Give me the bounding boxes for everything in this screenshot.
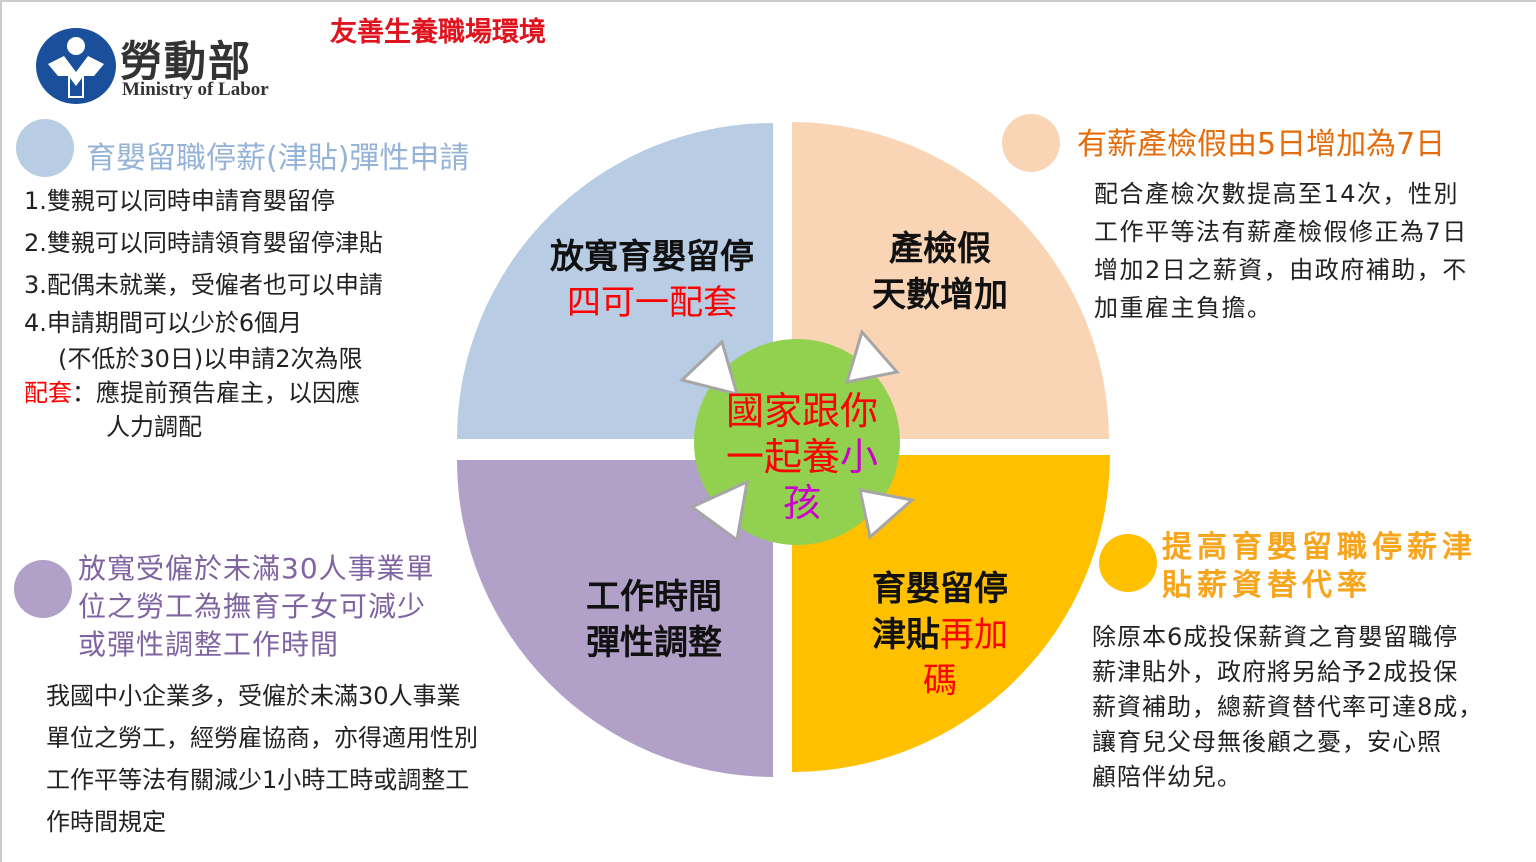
arrow-up-left-icon [678,339,740,397]
center-line2b: 小 [840,435,879,479]
q2-line1: 產檢假 [889,229,991,269]
q3-line2: 彈性調整 [586,623,722,663]
text-line: 讓育兒父母無後顧之憂，安心照 [1092,728,1442,756]
q4-line2a: 津貼 [872,615,940,655]
list-item: 3.配偶未就業，受僱者也可以申請 [24,271,383,299]
text-line: 除原本6成投保薪資之育嬰留職停 [1092,623,1459,651]
quadrant-bottom-left [457,460,773,777]
section-body-bottom-right: 除原本6成投保薪資之育嬰留職停 薪津貼外，政府將另給予2成投保 薪資補助，總薪資… [1092,620,1483,795]
center-line3: 孩 [782,481,821,525]
text-line: 增加2日之薪資，由政府補助，不 [1094,256,1468,284]
logo-text-en: Ministry of Labor [122,79,269,100]
arrow-down-left-icon [689,479,749,543]
section-bullet-yellow [1099,534,1157,592]
heading-line: 位之勞工為撫育子女可減少 [78,590,427,623]
q4-line3: 碼 [923,661,957,701]
q4-line2b: 再加 [940,615,1008,655]
text-line: 工作平等法有薪產檢假修正為7日 [1094,218,1468,246]
text-line: 加重雇主負擔。 [1094,294,1273,322]
note-text-2: 人力調配 [106,413,202,441]
text-line: 薪資補助，總薪資替代率可達8成， [1092,693,1484,721]
arrow-up-right-icon [844,328,900,384]
text-line: 作時間規定 [46,808,166,836]
quadrant-label-q3: 工作時間 彈性調整 [554,574,754,666]
center-line2a: 一起養 [725,435,840,479]
list-item: 1.雙親可以同時申請育嬰留停 [24,187,335,215]
text-line: 薪津貼外，政府將另給予2成投保 [1092,658,1459,686]
q4-line1: 育嬰留停 [872,569,1008,609]
section-bullet-purple [14,560,72,618]
list-item: (不低於30日)以申請2次為限 [58,345,363,373]
q2-line2: 天數增加 [872,275,1008,315]
center-label: 國家跟你 一起養小 孩 [702,388,902,526]
section-bullet-blue [16,119,74,177]
heading-line: 放寬受僱於未滿30人事業單 [78,552,435,585]
heading-line: 或彈性調整工作時間 [78,628,340,661]
section-bullet-peach [1002,114,1060,172]
list-item: 4.申請期間可以少於6個月 [24,309,303,337]
list-item: 2.雙親可以同時請領育嬰留停津貼 [24,229,383,257]
quadrant-label-q1: 放寬育嬰留停 四可一配套 [522,234,782,326]
text-line: 工作平等法有關減少1小時工時或調整工 [46,766,470,794]
quadrant-top-left [457,123,773,439]
quadrant-label-q2: 產檢假 天數增加 [840,226,1040,318]
section-body-top-right: 配合產檢次數提高至14次，性別 工作平等法有薪產檢假修正為7日 增加2日之薪資，… [1094,175,1468,327]
page-title: 友善生養職場環境 [330,17,546,48]
section-heading-bottom-right: 提高育嬰留職停薪津 貼薪資替代率 [1162,529,1477,605]
note-label: 配套 [24,379,72,407]
text-line: 配合產檢次數提高至14次，性別 [1094,180,1460,208]
heading-line: 提高育嬰留職停薪津 [1162,530,1477,565]
arrow-down-right-icon [858,488,916,540]
center-line1: 國家跟你 [725,389,878,433]
section-heading-top-right: 有薪產檢假由5日增加為7日 [1077,127,1446,162]
heading-line: 貼薪資替代率 [1162,568,1372,603]
q1-line2: 四可一配套 [567,283,737,323]
logo-text-zh: 勞動部 [120,37,253,86]
text-line: 單位之勞工，經勞雇協商，亦得適用性別 [46,724,478,752]
section-body-bottom-left: 我國中小企業多，受僱於未滿30人事業 單位之勞工，經勞雇協商，亦得適用性別 工作… [46,675,478,843]
section-body-top-left: 1.雙親可以同時申請育嬰留停 2.雙親可以同時請領育嬰留停津貼 3.配偶未就業，… [24,182,383,444]
q3-line1: 工作時間 [586,577,722,617]
text-line: 我國中小企業多，受僱於未滿30人事業 [46,682,461,710]
quadrant-label-q4: 育嬰留停 津貼再加 碼 [840,566,1040,704]
ministry-logo-icon [36,28,116,104]
section-heading-top-left: 育嬰留職停薪(津貼)彈性申請 [86,141,470,176]
note-text: ：應提前預告雇主，以因應 [72,379,360,407]
text-line: 顧陪伴幼兒。 [1092,763,1242,791]
section-heading-bottom-left: 放寬受僱於未滿30人事業單 位之勞工為撫育子女可減少 或彈性調整工作時間 [78,550,435,664]
q1-line1: 放寬育嬰留停 [550,237,754,277]
